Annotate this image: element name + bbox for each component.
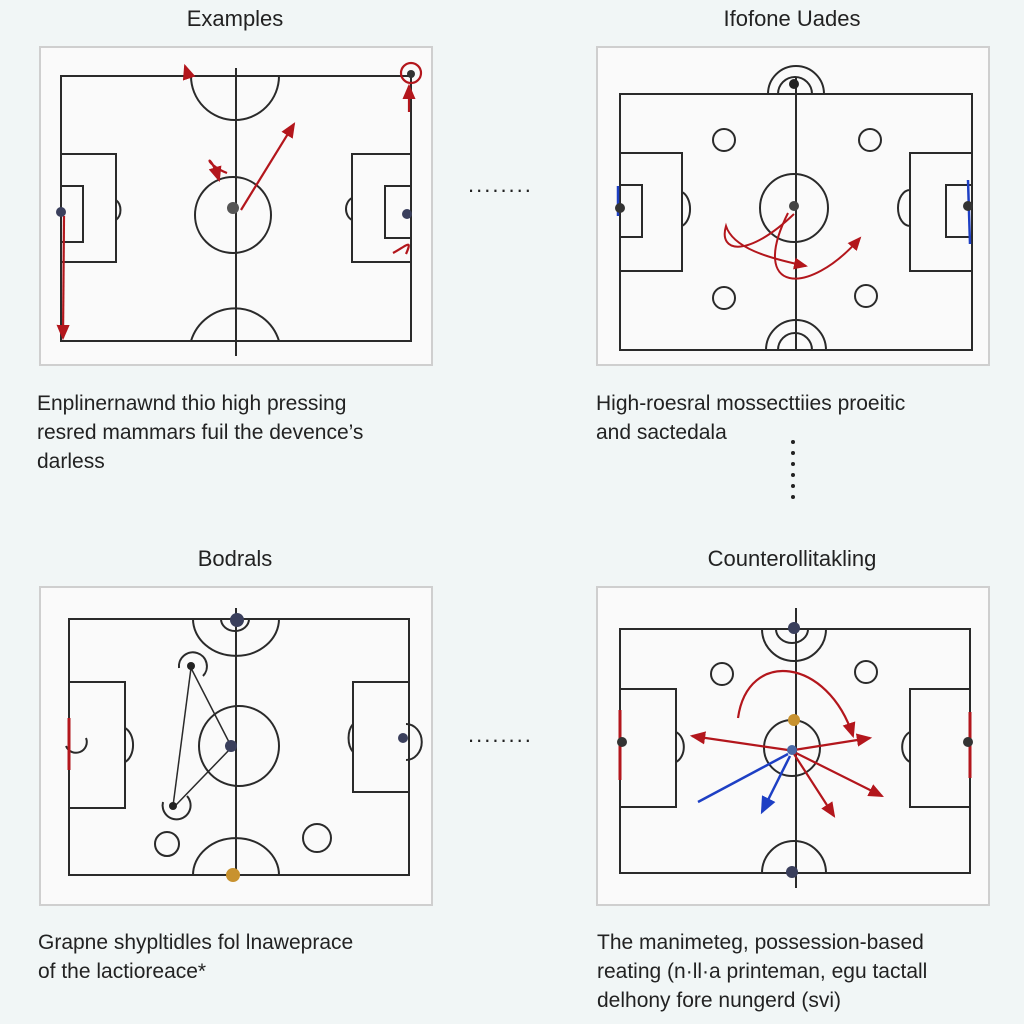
panel-2-pitch-diagram (596, 46, 990, 366)
top-arc (190, 75, 280, 121)
pitch-outline (68, 618, 410, 876)
player-marker (786, 866, 798, 878)
bottom-arc (190, 307, 280, 342)
player-marker (56, 207, 66, 217)
panel-4-caption: The manimeteg, possession-based reating … (597, 928, 1017, 1015)
player-marker (787, 745, 797, 755)
player-marker (402, 209, 412, 219)
caption-line: delhony fore nungerd (svi) (597, 989, 841, 1012)
right-penalty-box (909, 152, 973, 272)
left-penalty-box (619, 688, 677, 808)
center-circle (759, 173, 829, 243)
right-penalty-box (909, 688, 971, 808)
player-marker (617, 737, 627, 747)
caption-line: darless (37, 450, 105, 473)
right-penalty-box (352, 681, 410, 793)
center-circle (198, 705, 280, 787)
right-goal-box (945, 184, 973, 238)
player-marker (788, 714, 800, 726)
panel-1-title: Examples (186, 6, 284, 31)
player-marker (407, 70, 415, 78)
player-marker (227, 202, 239, 214)
vertical-connector-dots (791, 440, 797, 499)
panel-3-title: Bodrals (197, 546, 273, 571)
player-marker (398, 733, 408, 743)
left-penalty-box (619, 152, 683, 272)
caption-line: Grapne shypltidles fol lnaweprace (38, 931, 354, 954)
player-marker (615, 203, 625, 213)
caption-line: High-roesral mossecttiies proeitic (596, 392, 906, 415)
right-penalty-box (351, 153, 412, 263)
caption-line: and sactedala (596, 421, 727, 444)
panel-4-title: Counterollitakling (707, 546, 877, 571)
player-marker (789, 201, 799, 211)
player-marker (789, 79, 799, 89)
left-penalty-box (60, 153, 117, 263)
player-marker (225, 740, 237, 752)
player-marker (226, 868, 240, 882)
panel-2-caption: High-roesral mossecttiies proeitic and s… (596, 389, 1016, 447)
panel-3-pitch-diagram (39, 586, 433, 906)
panel-2-title: Ifofone Uades (723, 6, 861, 31)
center-circle (194, 176, 272, 254)
top-connector-dots: ........ (468, 172, 533, 197)
player-marker (788, 622, 800, 634)
panel-3-caption: Grapne shypltidles fol lnaweprace of the… (38, 928, 458, 986)
player-marker (963, 201, 973, 211)
caption-line: Enplinernawnd thio high pressing (37, 392, 347, 415)
bottom-connector-dots: ........ (468, 722, 533, 747)
player-marker (187, 662, 195, 670)
caption-line: reating (n·ll·a printeman, egu tactall (597, 960, 928, 983)
panel-1-caption: Enplinernawnd thio high pressing resred … (37, 389, 457, 476)
left-penalty-box (68, 681, 126, 809)
player-marker (169, 802, 177, 810)
caption-line: of the lactioreace* (38, 960, 207, 983)
panel-1-pitch-diagram (39, 46, 433, 366)
caption-line: The manimeteg, possession-based (597, 931, 924, 954)
caption-line: resred mammars fuil the devence’s (37, 421, 364, 444)
panel-4-pitch-diagram (596, 586, 990, 906)
player-marker (963, 737, 973, 747)
player-marker (230, 613, 244, 627)
